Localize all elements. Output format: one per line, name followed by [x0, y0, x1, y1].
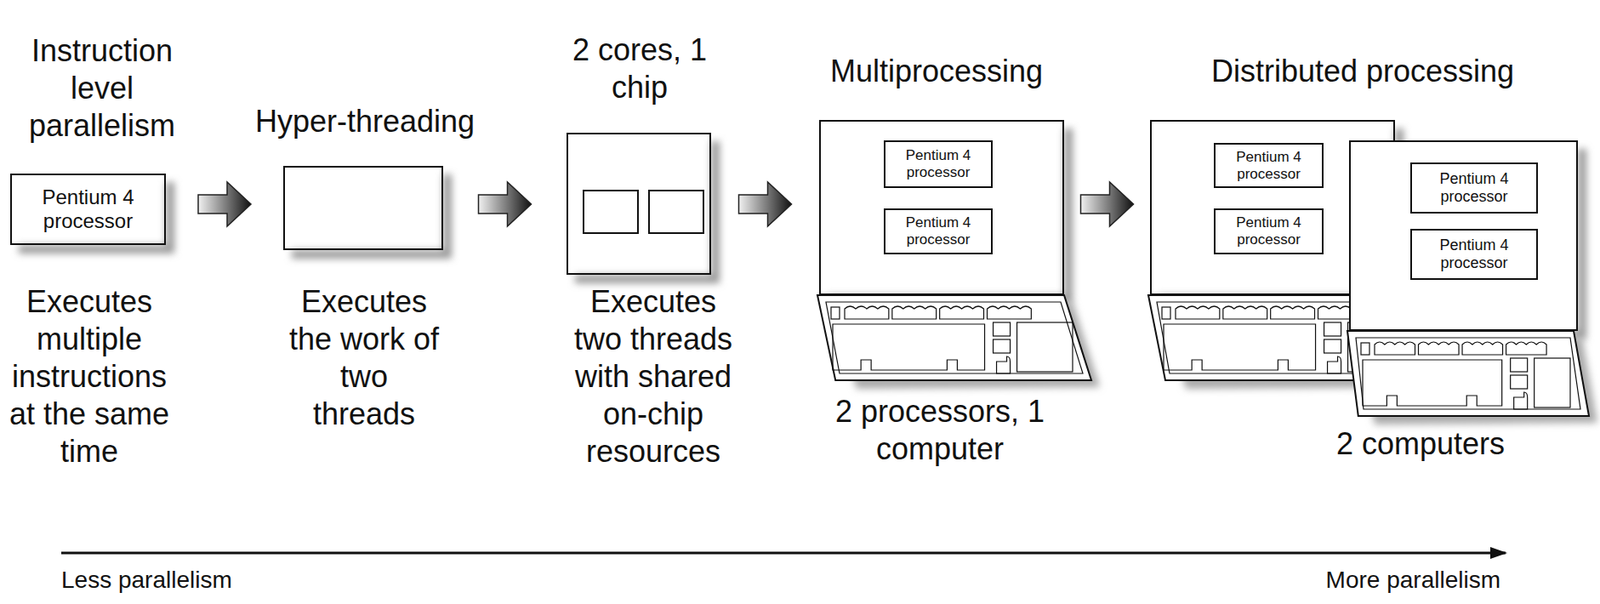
stage-box: Pentium 4 processorPentium 4 processor2 … [1349, 140, 1578, 331]
stage-box: Hyper-threadingExecutes the work of two … [283, 165, 444, 251]
box-label: Pentium 4 processor [1415, 170, 1533, 205]
block-arrow [198, 182, 251, 227]
stage-heading: 2 cores, 1 chip [569, 31, 711, 107]
box-shadow [827, 128, 1073, 304]
block-arrow [478, 182, 532, 227]
core-box [583, 190, 638, 234]
stage-heading: Distributed processing [1162, 52, 1563, 91]
stage-box: Pentium 4 processorPentium 4 processorMu… [819, 119, 1065, 296]
processor-box: Pentium 4 processor [1410, 162, 1538, 214]
stage-heading: Hyper-threading [224, 102, 506, 141]
block-arrow [1081, 182, 1134, 227]
axis-label: Less parallelism [61, 566, 233, 594]
stage-box: 2 cores, 1 chipExecutes two threads with… [566, 132, 712, 275]
processor-box: Pentium 4 processor [883, 140, 993, 188]
processor-box: Pentium 4 processor [1213, 142, 1324, 188]
stage-description: 2 computers [1292, 425, 1549, 463]
processor-box: Pentium 4 processor [883, 208, 993, 255]
processor-box: Pentium 4 processor [1410, 228, 1538, 280]
box-label: Pentium 4 processor [888, 214, 989, 248]
box-label: Pentium 4 processor [20, 185, 157, 233]
keyboard [1347, 330, 1598, 425]
stage-heading: Instruction level parallelism [4, 32, 200, 145]
stage-description: 2 processors, 1 computer [825, 392, 1055, 468]
stage-box: Instruction level parallelismPentium 4 p… [10, 173, 166, 245]
keyboard [817, 295, 1100, 389]
stage-description: Executes two threads with shared on-chip… [563, 283, 744, 471]
box-shadow [18, 182, 175, 254]
core-box [649, 190, 704, 234]
box-shadow [575, 141, 720, 284]
axis-label: More parallelism [1326, 566, 1501, 594]
box-label: Pentium 4 processor [1218, 214, 1320, 248]
drop-shadows [18, 128, 1587, 340]
stage-description: Executes multiple instructions at the sa… [0, 283, 180, 471]
box-label: Pentium 4 processor [1218, 148, 1320, 183]
box-label: Pentium 4 processor [1415, 236, 1533, 272]
processor-box: Pentium 4 processor [1213, 208, 1324, 255]
block-arrow [739, 182, 792, 227]
stage-description: Executes the work of two threads [285, 283, 444, 433]
box-label: Pentium 4 processor [888, 147, 989, 181]
box-shadow [291, 174, 452, 259]
stage-heading: Multiprocessing [783, 52, 1090, 91]
parallelism-axis [61, 552, 1506, 555]
